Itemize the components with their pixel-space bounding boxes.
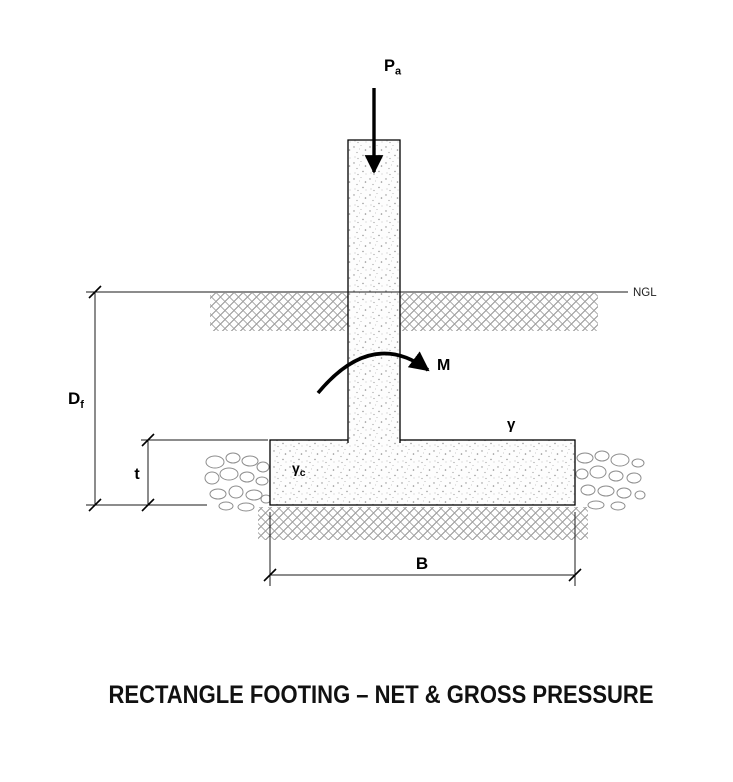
- gamma-symbol: γ: [292, 460, 300, 476]
- soil-hatch-ground-left: [210, 293, 348, 331]
- soil-hatch-below-footing: [258, 507, 588, 540]
- thickness-label: t: [134, 466, 140, 483]
- b-tick-left: [263, 568, 277, 582]
- df-tick-top: [88, 285, 102, 299]
- depth-symbol: D: [68, 389, 80, 408]
- depth-label: Df: [68, 389, 84, 411]
- width-label: B: [416, 554, 428, 573]
- footing-section: [269, 439, 576, 506]
- b-tick-right: [568, 568, 582, 582]
- moment-label: M: [437, 357, 450, 374]
- rubble-texture-right: [575, 450, 646, 511]
- concrete-unit-weight-label: γc: [292, 460, 306, 479]
- depth-subscript: f: [80, 399, 84, 411]
- load-symbol: P: [384, 57, 395, 75]
- t-tick-top: [141, 433, 155, 447]
- load-subscript: a: [395, 66, 402, 78]
- ngl-label: NGL: [633, 287, 657, 299]
- soil-unit-weight-label: γ: [507, 416, 516, 433]
- rubble-texture-left: [204, 452, 272, 512]
- column-section: [347, 139, 401, 443]
- gamma-subscript: c: [300, 467, 306, 479]
- axial-load-label: Pa: [384, 57, 402, 78]
- drawing-title: RECTANGLE FOOTING – NET & GROSS PRESSURE: [109, 681, 654, 709]
- df-tick-bottom: [88, 498, 102, 512]
- t-tick-bottom: [141, 498, 155, 512]
- moment-arrow: [316, 351, 430, 395]
- soil-hatch-ground-right: [400, 293, 598, 331]
